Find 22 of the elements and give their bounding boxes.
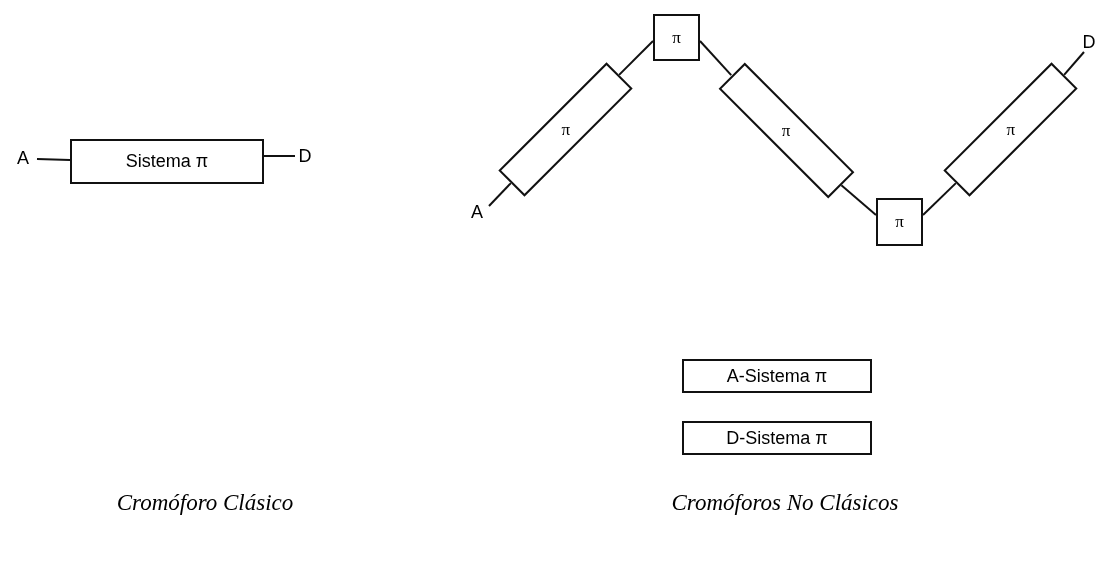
connector-line <box>1063 51 1085 76</box>
pi-segment-box: π <box>497 61 633 197</box>
connector-line <box>618 40 654 76</box>
pi-square-box: π <box>876 198 923 246</box>
connector-line <box>699 40 733 77</box>
pi-segment-box: π <box>942 61 1078 197</box>
connector-line <box>839 183 877 216</box>
connector-line <box>263 155 296 157</box>
terminal-label: A <box>466 198 488 226</box>
connector-line <box>36 158 71 161</box>
pi-segment-box: π <box>718 62 854 198</box>
caption: Cromóforos No Clásicos <box>670 489 900 517</box>
pi-square-box: π <box>653 14 700 61</box>
terminal-label: D <box>1078 28 1100 56</box>
connector-line <box>922 182 957 216</box>
terminal-label: D <box>294 142 316 170</box>
system-box: Sistema π <box>70 139 264 184</box>
caption: Cromóforo Clásico <box>115 489 295 517</box>
connector-line <box>488 182 512 207</box>
system-box: A-Sistema π <box>682 359 872 393</box>
system-box: D-Sistema π <box>682 421 872 455</box>
terminal-label: A <box>10 144 36 172</box>
